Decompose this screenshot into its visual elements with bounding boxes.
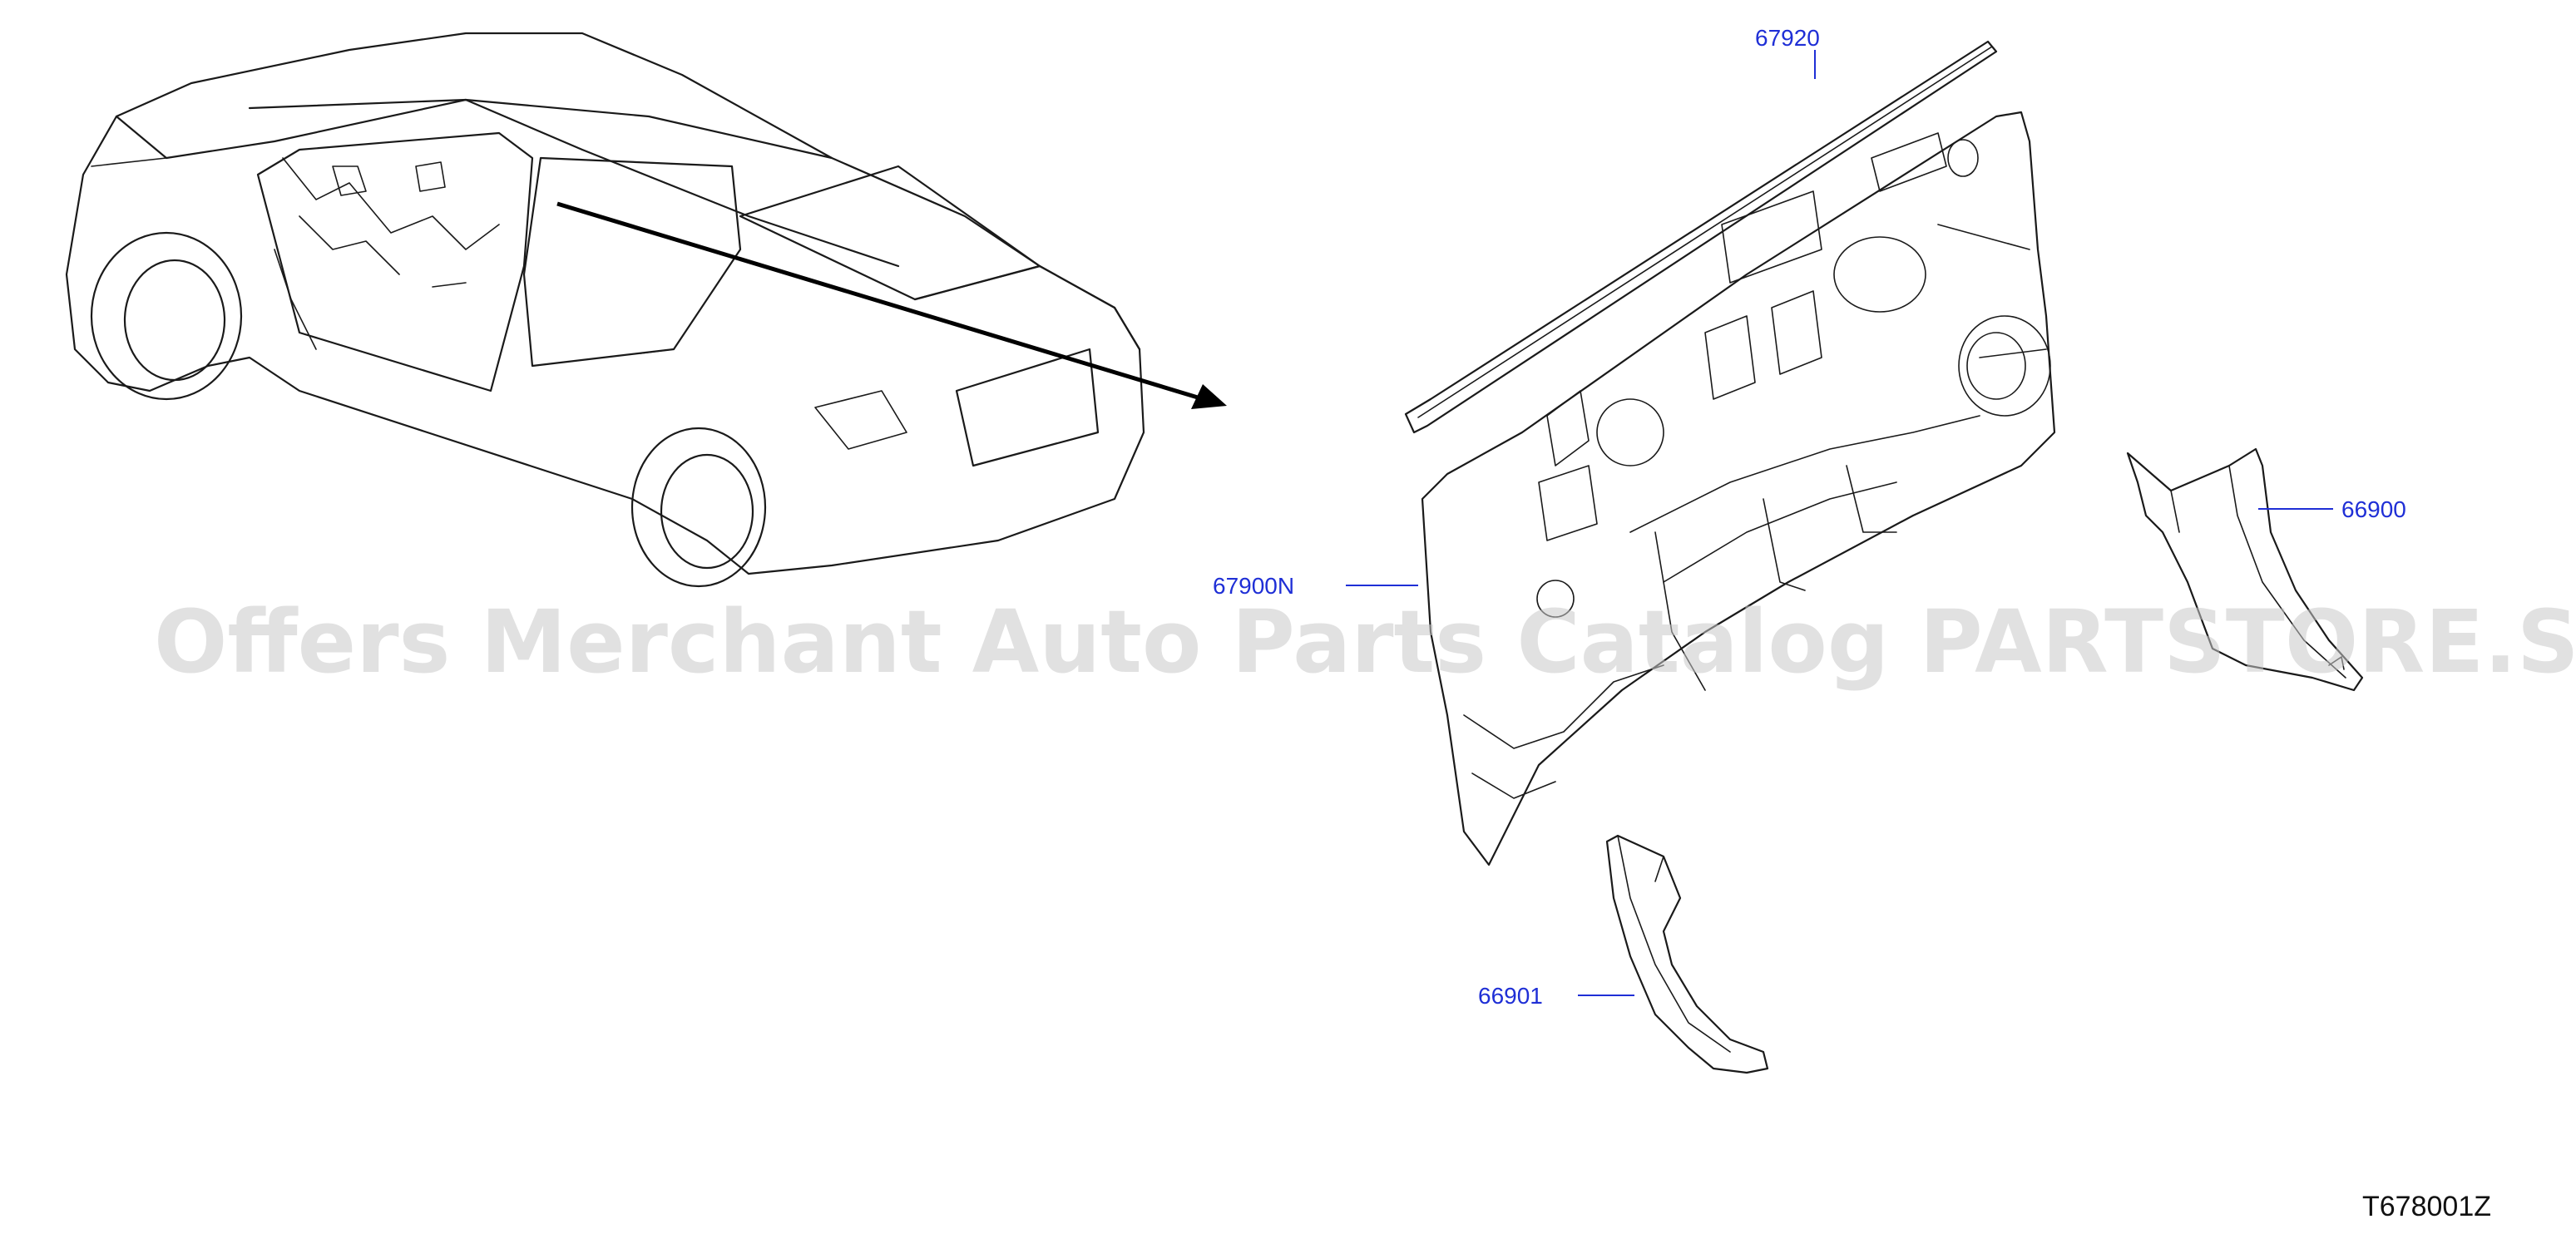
callout-67920: 67920 xyxy=(1755,25,1820,51)
figure-code: T678001Z xyxy=(2362,1191,2491,1222)
car-illustration xyxy=(65,32,1145,588)
part-66900-side-trim xyxy=(2126,447,2364,692)
part-66901-pillar-trim xyxy=(1605,834,1769,1074)
direction-arrow xyxy=(556,201,1227,409)
callout-67900N: 67900N xyxy=(1213,573,1294,599)
leader-lines xyxy=(1346,50,2333,996)
callout-66900: 66900 xyxy=(2341,496,2406,522)
watermark-text: Offers Merchant Auto Parts Catalog PARTS… xyxy=(154,591,2576,693)
part-67920-seal-strip xyxy=(1404,40,1998,434)
part-67900N-dash-insulator xyxy=(1421,111,2056,866)
callout-66901: 66901 xyxy=(1478,983,1543,1009)
